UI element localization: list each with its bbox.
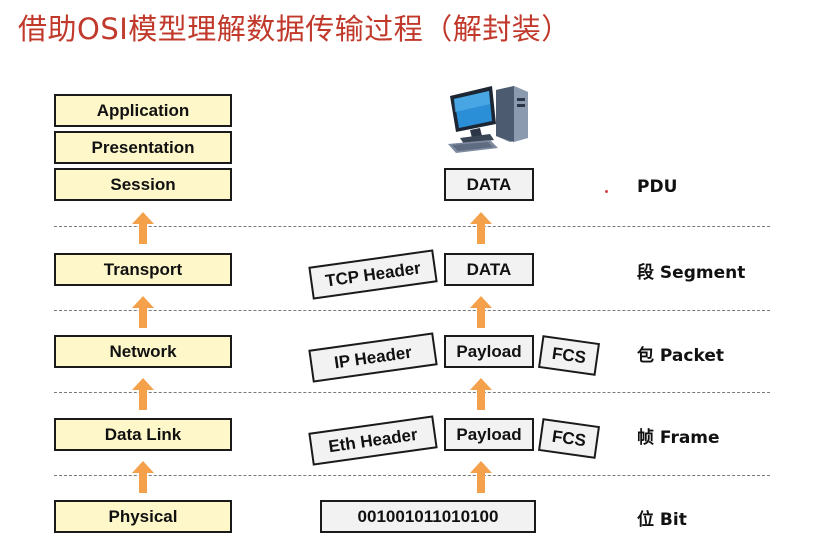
arrow-up-icon [132, 212, 154, 244]
layer-presentation: Presentation [54, 131, 232, 164]
separator-line [54, 310, 770, 311]
ip-header-box: IP Header [308, 332, 438, 383]
layer-network: Network [54, 335, 232, 368]
pdu-bit-label: 位 Bit [637, 510, 687, 530]
computer-icon [448, 86, 528, 153]
page-title: 借助OSI模型理解数据传输过程（解封装） [18, 12, 571, 46]
pdu-segment-label: 段 Segment [637, 263, 746, 283]
eth-header-box: Eth Header [308, 415, 438, 466]
pdu-frame-label: 帧 Frame [637, 428, 720, 448]
layer-application: Application [54, 94, 232, 127]
pdu-packet-label: 包 Packet [637, 346, 724, 366]
layer-session: Session [54, 168, 232, 201]
arrow-up-icon [132, 378, 154, 410]
layer-data-link: Data Link [54, 418, 232, 451]
arrow-up-icon [132, 296, 154, 328]
bit-stream-box: 001001011010100 [320, 500, 536, 533]
layer-physical: Physical [54, 500, 232, 533]
arrow-up-icon [470, 378, 492, 410]
separator-line [54, 226, 770, 227]
layer-transport: Transport [54, 253, 232, 286]
network-payload-box: Payload [444, 335, 534, 368]
tcp-header-box: TCP Header [308, 249, 438, 300]
datalink-payload-box: Payload [444, 418, 534, 451]
arrow-up-icon [470, 212, 492, 244]
arrow-up-icon [132, 461, 154, 493]
network-fcs-box: FCS [537, 335, 601, 376]
transport-data-box: DATA [444, 253, 534, 286]
arrow-up-icon [470, 296, 492, 328]
datalink-fcs-box: FCS [537, 418, 601, 459]
separator-line [54, 475, 770, 476]
separator-line [54, 392, 770, 393]
arrow-up-icon [470, 461, 492, 493]
pdu-label: PDU [637, 177, 678, 197]
stray-dot [605, 190, 608, 193]
session-data-box: DATA [444, 168, 534, 201]
